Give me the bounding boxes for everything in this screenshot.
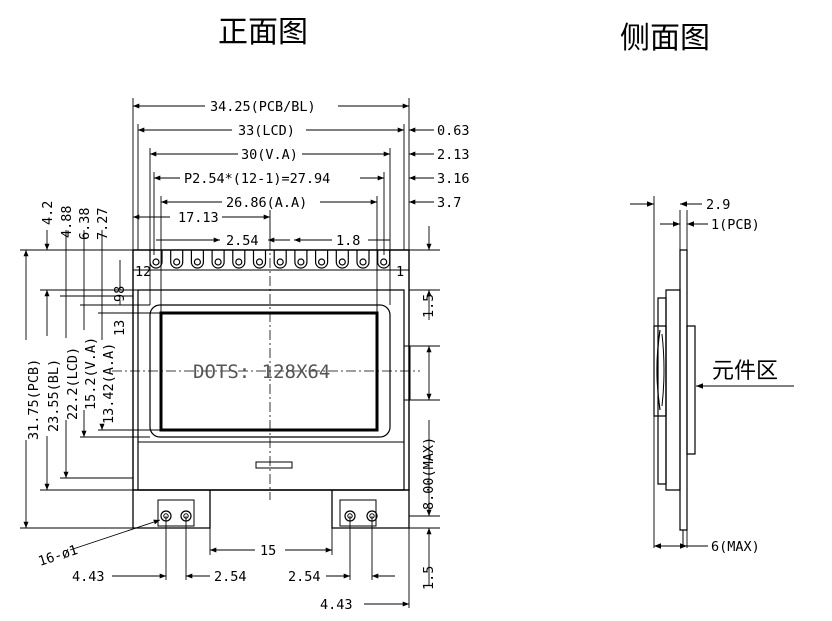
bottom-tab [256, 462, 292, 468]
dim-98: 98 [112, 286, 128, 302]
pin-hole [298, 259, 304, 265]
dim-316: 3.16 [437, 171, 470, 187]
pin-row [150, 250, 390, 268]
dim-37: 3.7 [437, 195, 461, 211]
dim-center-15: 15 [260, 543, 276, 559]
dim-va-width: 30(V.A) [241, 147, 298, 163]
dim-213: 2.13 [437, 147, 470, 163]
left-dimension-lines [20, 230, 161, 528]
dim-right-254: 2.54 [288, 569, 321, 585]
pin-hole [277, 259, 283, 265]
pin-hole [257, 259, 263, 265]
pin-pad [316, 250, 328, 268]
pin-pad [212, 250, 224, 268]
pin-pad [233, 250, 245, 268]
right-dimension-lines [409, 226, 440, 585]
pin-hole [339, 259, 345, 265]
dim-top-42: 4.2 [40, 201, 56, 225]
dim-top-638: 6.38 [77, 207, 93, 240]
pin-pad [254, 250, 266, 268]
pin-12-label: 12 [135, 264, 151, 280]
side-dim-max: 6(MAX) [711, 539, 760, 555]
dim-aa-height: 13.42(A.A) [101, 343, 117, 424]
dots-label: DOTS: 128X64 [193, 361, 330, 383]
front-view [112, 240, 420, 528]
side-view [630, 196, 794, 549]
side-pcb [680, 250, 687, 530]
dim-pcb-height: 31.75(PCB) [26, 359, 42, 440]
front-view-title: 正面图 [218, 15, 308, 50]
pin-pad [274, 250, 286, 268]
dim-pin-pitch-formula: P2.54*(12-1)=27.94 [184, 171, 330, 187]
dim-right-443: 4.43 [320, 597, 353, 613]
dim-max-height: 8.00(MAX) [421, 437, 437, 510]
pin-hole [319, 259, 325, 265]
pin-hole [360, 259, 366, 265]
pin-hole [174, 259, 180, 265]
dim-va-height: 15.2(V.A) [83, 337, 99, 410]
dim-holes: 16-ø1 [36, 542, 80, 570]
pin-pad [357, 250, 369, 268]
pin-hole [194, 259, 200, 265]
dim-254-pitch: 2.54 [226, 233, 259, 249]
dim-18-pad: 1.8 [336, 233, 360, 249]
lcd-outline [138, 290, 404, 490]
pin-pad [171, 250, 183, 268]
dim-lcd-width: 33(LCD) [238, 123, 295, 139]
dim-left-254: 2.54 [214, 569, 247, 585]
pin-hole [153, 259, 159, 265]
pin-pad [336, 250, 348, 268]
pin-1-label: 1 [396, 264, 404, 280]
dim-top-488: 4.88 [59, 205, 75, 238]
side-view-title: 侧面图 [620, 21, 710, 56]
pin-pad [295, 250, 307, 268]
dim-aa-width: 26.86(A.A) [226, 195, 307, 211]
dim-pcb-bl-width: 34.25(PCB/BL) [210, 99, 316, 115]
top-dimension-lines [133, 98, 434, 313]
bottom-dimension-lines [70, 516, 409, 608]
active-area [161, 313, 377, 430]
component-zone-label: 元件区 [712, 359, 778, 384]
dim-top-727: 7.27 [95, 207, 111, 240]
dim-1713: 17.13 [178, 210, 219, 226]
pin-hole [215, 259, 221, 265]
dim-right-15: 1.5 [421, 294, 437, 318]
dim-bl-height: 23.55(BL) [46, 359, 62, 432]
dim-left-443: 4.43 [72, 569, 105, 585]
pin-hole [381, 259, 387, 265]
side-dim-29: 2.9 [706, 197, 730, 213]
side-dim-pcb: 1(PCB) [711, 217, 760, 233]
dim-063: 0.63 [437, 123, 470, 139]
dim-bottom-15: 1.5 [421, 566, 437, 590]
pin-hole [236, 259, 242, 265]
dim-lcd-height: 22.2(LCD) [65, 347, 81, 420]
dim-13: 13 [112, 320, 128, 336]
pin-pad [191, 250, 203, 268]
